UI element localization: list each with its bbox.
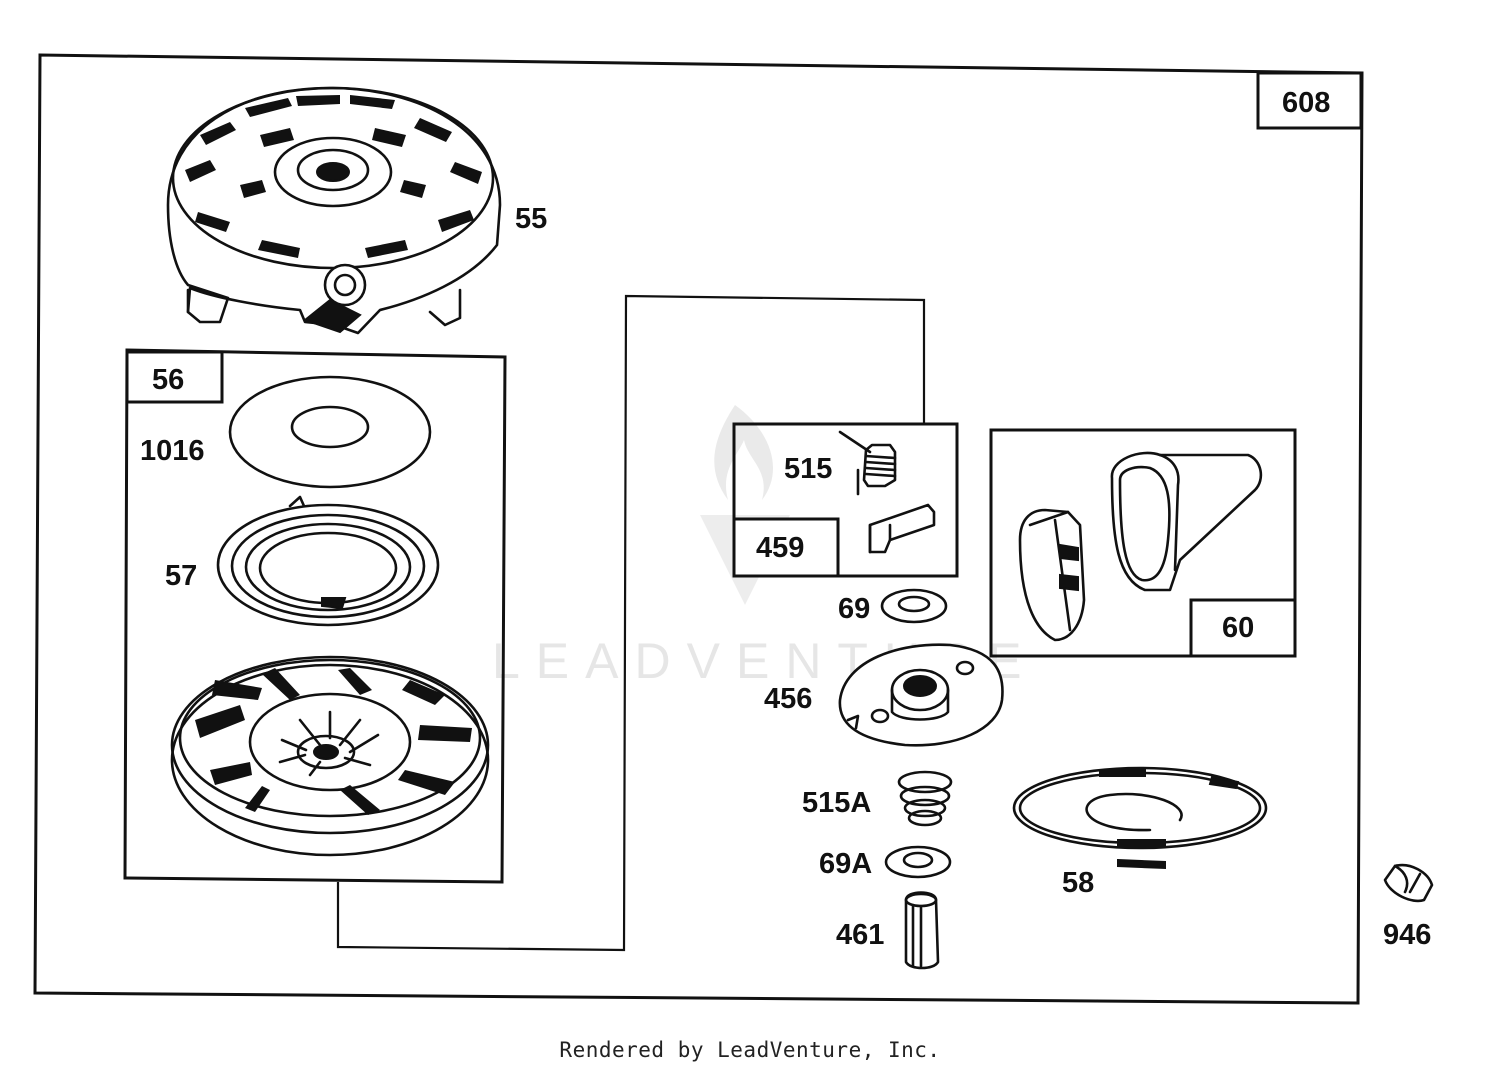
label-57: 57 bbox=[165, 560, 197, 592]
starter-handle bbox=[1110, 451, 1263, 592]
starter-rope-58 bbox=[1012, 766, 1268, 870]
kit-608-frame bbox=[33, 53, 1364, 1005]
label-56: 56 bbox=[152, 364, 184, 396]
label-515A: 515A bbox=[802, 787, 871, 819]
starter-housing-55 bbox=[166, 86, 502, 335]
label-58: 58 bbox=[1062, 867, 1094, 899]
kit-608-label-box bbox=[1256, 71, 1363, 130]
washer-69a bbox=[884, 845, 952, 879]
kit-56-frame bbox=[123, 348, 507, 884]
pin-461 bbox=[904, 891, 940, 970]
label-461: 461 bbox=[836, 919, 884, 951]
pawl-spring-515 bbox=[838, 430, 897, 496]
kit-459-frame bbox=[732, 422, 959, 578]
label-55: 55 bbox=[515, 203, 547, 235]
starter-pulley bbox=[170, 655, 490, 857]
washer-1016 bbox=[228, 375, 432, 489]
washer-69 bbox=[880, 588, 948, 624]
label-459: 459 bbox=[756, 532, 804, 564]
label-608: 608 bbox=[1282, 87, 1330, 119]
kit-56-label-box bbox=[125, 350, 224, 404]
pawl-459 bbox=[868, 503, 936, 554]
kit-60-frame bbox=[989, 428, 1297, 658]
label-515: 515 bbox=[784, 453, 832, 485]
connector-line-56 bbox=[336, 294, 926, 952]
label-456: 456 bbox=[764, 683, 812, 715]
kit-459-label-box bbox=[732, 517, 840, 578]
handle-insert bbox=[1018, 508, 1086, 642]
label-69A: 69A bbox=[819, 848, 872, 880]
recoil-spring-57 bbox=[216, 495, 440, 627]
spring-515a bbox=[897, 770, 953, 827]
label-69: 69 bbox=[838, 593, 870, 625]
footer-credit: Rendered by LeadVenture, Inc. bbox=[559, 1038, 941, 1062]
label-60: 60 bbox=[1222, 612, 1254, 644]
retainer-456 bbox=[838, 643, 1004, 747]
label-946: 946 bbox=[1383, 919, 1431, 951]
label-1016: 1016 bbox=[140, 435, 205, 467]
part-946 bbox=[1383, 863, 1434, 903]
kit-60-label-box bbox=[1189, 598, 1297, 658]
